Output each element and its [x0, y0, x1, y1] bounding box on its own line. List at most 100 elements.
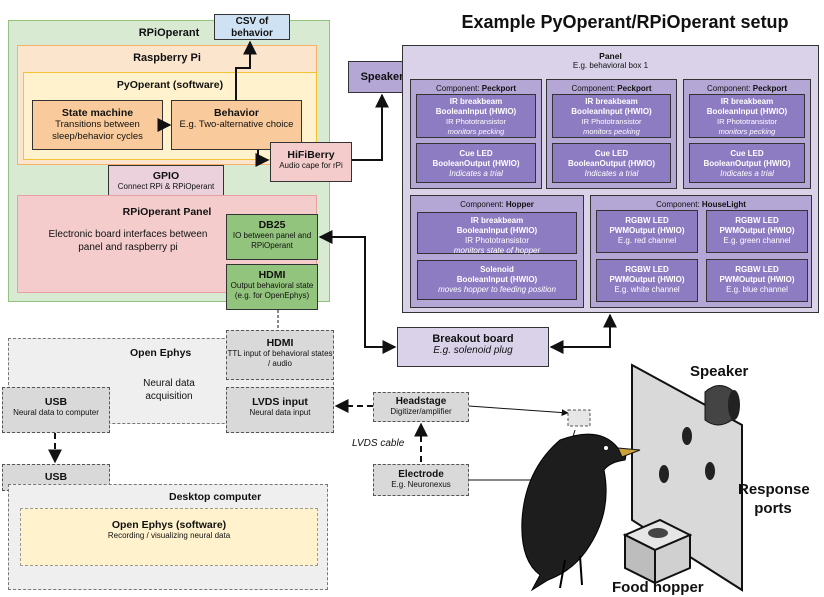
ir-desc-b: monitors pecking [447, 127, 505, 136]
led-desc: Indicates a trial [720, 169, 774, 178]
open-ephys-hdmi-desc: TTL input of behavioral states / audio [227, 349, 333, 368]
led-title: RGBW LED [735, 265, 779, 274]
raspberry-pi-label: Raspberry Pi [133, 52, 201, 64]
diagram-title: Example PyOperant/RPiOperant setup [461, 12, 789, 32]
hdmi-output-desc: Output behavioral state (e.g. for OpenEp… [230, 281, 314, 300]
led-desc: E.g. white channel [614, 285, 680, 294]
open-ephys-desc: Neural data acquisition [143, 378, 195, 402]
gpio-title: GPIO [152, 170, 180, 182]
hopper-ir-title: IR breakbeam [470, 216, 524, 225]
hopper-solenoid-title: Solenoid [480, 265, 514, 274]
rpioperant-panel-title: RPiOperant Panel [122, 206, 212, 218]
ir-desc-b: monitors pecking [718, 127, 776, 136]
peckport-header: Component: Peckport [571, 84, 652, 93]
desktop-computer-title: Desktop computer [169, 491, 262, 503]
led-title: Cue LED [594, 149, 629, 158]
open-ephys-hdmi-title: HDMI [266, 337, 294, 349]
headstage-desc: Digitizer/amplifier [390, 407, 452, 416]
ir-title: IR breakbeam [585, 97, 638, 106]
led-desc: Indicates a trial [584, 169, 639, 178]
headstage-title: Headstage [395, 396, 447, 407]
hopper-ir-type: BooleanInput (HWIO) [456, 226, 538, 235]
open-ephys-title: Open Ephys [130, 347, 192, 359]
illustration-speaker-label: Speaker [690, 363, 749, 380]
hdmi-output-box: HDMI Output behavioral state (e.g. for O… [226, 264, 318, 310]
led-type: PWMOutput (HWIO) [609, 275, 685, 284]
behavior-title: Behavior [214, 107, 259, 119]
rpioperant-panel-desc: Electronic board interfaces between pane… [48, 229, 208, 253]
open-ephys-hdmi-box: HDMI TTL input of behavioral states / au… [226, 330, 334, 380]
panel-subtitle: E.g. behavioral box 1 [572, 61, 649, 70]
hopper-ir-breakbeam: IR breakbeam BooleanInput (HWIO) IR Phot… [417, 212, 577, 255]
hifiberry-title: HiFiBerry [287, 149, 335, 161]
led-title: RGBW LED [625, 265, 669, 274]
ir-desc-a: IR Phototransistor [581, 117, 642, 126]
db25-desc: IO between panel and RPiOperant [232, 231, 312, 250]
ir-desc-a: IR Phototransistor [716, 117, 778, 126]
hopper-solenoid: Solenoid BooleanInput (HWIO) moves hoppe… [417, 260, 577, 300]
ir-type: BooleanInput (HWIO) [706, 107, 788, 116]
led-type: PWMOutput (HWIO) [609, 226, 685, 235]
lvds-cable-label: LVDS cable [352, 438, 405, 449]
rpioperant-label: RPiOperant [138, 27, 200, 39]
hdmi-output-title: HDMI [258, 269, 286, 281]
db25-title: DB25 [258, 219, 286, 231]
ir-desc-a: IR Phototransistor [445, 117, 507, 126]
led-type: PWMOutput (HWIO) [719, 226, 795, 235]
state-machine-box: State machine Transitions between sleep/… [32, 100, 163, 150]
breakout-board-desc: E.g. solenoid plug [433, 345, 513, 356]
led-title: RGBW LED [625, 216, 669, 225]
hopper-header: Component: Hopper [460, 200, 534, 209]
peckport-header: Component: Peckport [435, 84, 517, 93]
led-title: Cue LED [459, 149, 493, 158]
ir-title: IR breakbeam [720, 97, 774, 106]
led-desc: E.g. blue channel [726, 285, 788, 294]
db25-box: DB25 IO between panel and RPiOperant [226, 214, 318, 260]
open-ephys-usb-box: USB Neural data to computer [2, 387, 110, 433]
state-machine-title: State machine [61, 107, 134, 119]
electrode-title: Electrode [398, 469, 444, 480]
ir-title: IR breakbeam [449, 97, 503, 106]
open-ephys-software-desc: Recording / visualizing neural data [107, 531, 231, 540]
led-desc: E.g. green channel [723, 236, 791, 245]
panel-title: Panel [599, 51, 622, 61]
led-type: BooleanOutput (HWIO) [703, 159, 791, 168]
electrode-box: Electrode E.g. Neuronexus [373, 464, 469, 496]
behavior-desc: E.g. Two-alternative choice [179, 119, 294, 130]
open-ephys-usb-title: USB [44, 396, 68, 408]
gpio-box: GPIO Connect RPi & RPiOperant [108, 165, 224, 198]
hifiberry-box: HiFiBerry Audio cape for rPi [270, 142, 352, 182]
hopper-solenoid-desc: moves hopper to feeding position [438, 285, 556, 294]
behavior-box: Behavior E.g. Two-alternative choice [171, 100, 302, 150]
lvds-input-box: LVDS input Neural data input [226, 387, 334, 433]
ir-desc-b: monitors pecking [583, 127, 640, 136]
open-ephys-usb-desc: Neural data to computer [13, 408, 99, 417]
breakout-board-box: Breakout board E.g. solenoid plug [397, 327, 549, 367]
led-type: PWMOutput (HWIO) [719, 275, 795, 284]
lvds-input-desc: Neural data input [249, 408, 311, 417]
state-machine-desc: Transitions between sleep/behavior cycle… [52, 119, 143, 142]
peckport-header: Component: Peckport [706, 84, 788, 93]
led-desc: Indicates a trial [449, 169, 503, 178]
led-title: Cue LED [730, 149, 764, 158]
led-type: BooleanOutput (HWIO) [432, 159, 520, 168]
ir-type: BooleanInput (HWIO) [571, 107, 652, 116]
hopper-solenoid-type: BooleanInput (HWIO) [456, 275, 538, 284]
led-type: BooleanOutput (HWIO) [567, 159, 656, 168]
hopper-ir-desc-a: IR Phototransistor [464, 236, 530, 245]
pyoperant-label: PyOperant (software) [116, 79, 224, 91]
headstage-box: Headstage Digitizer/amplifier [373, 392, 469, 422]
ir-type: BooleanInput (HWIO) [435, 107, 517, 116]
illustration-response-ports-label: Response ports [738, 481, 810, 517]
illustration-food-hopper-label: Food hopper [612, 579, 704, 596]
electrode-desc: E.g. Neuronexus [391, 480, 451, 489]
